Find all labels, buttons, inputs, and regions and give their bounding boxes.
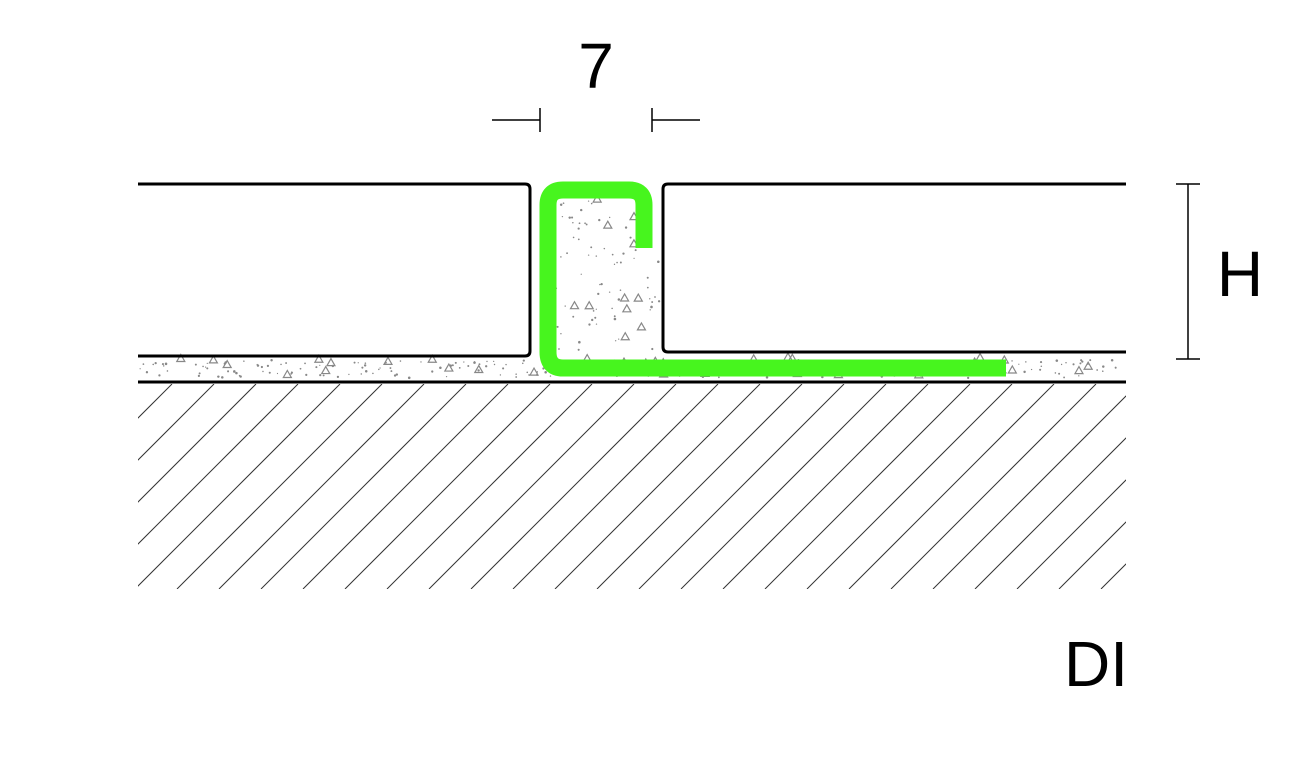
gap-dimension [492,108,700,132]
substrate-hatch [138,384,1126,589]
trim-profile [539,181,1006,377]
height-dimension [1176,183,1200,360]
left-tile [138,182,532,358]
right-tile [661,182,1126,354]
profile-code-label: DI [1064,628,1128,700]
height-dimension-label: H [1217,238,1263,310]
gap-dimension-label: 7 [578,30,614,102]
